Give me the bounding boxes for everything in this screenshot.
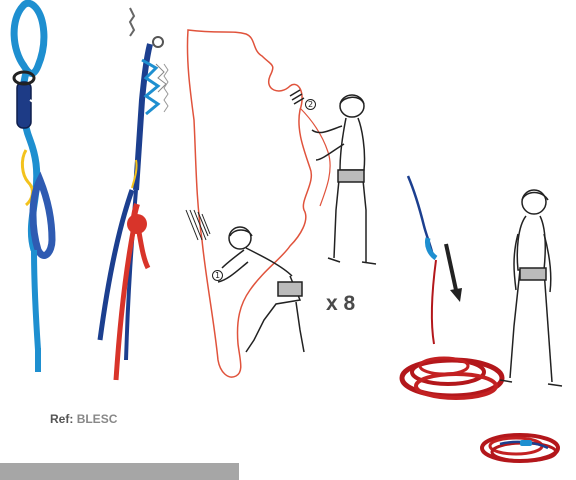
blue-sling-illustration [14,3,52,372]
rope-feed-coil [402,176,502,398]
standing-figure [500,190,562,386]
wall-outline [187,30,330,377]
repeat-count-label: x 8 [326,292,355,316]
step-number-2: 2 [305,99,316,110]
down-arrow-icon [446,244,462,302]
motion-marks-lower [186,210,210,240]
navy-sling-with-red-knot [100,8,168,380]
step-number-1: 1 [212,270,223,281]
climber-hands-up [312,95,376,264]
reference-label: Ref: BLESC [50,412,117,426]
reference-code: BLESC [77,412,118,426]
bottom-grey-bar [0,463,239,480]
rope-pile [482,435,558,461]
reference-prefix: Ref [50,412,69,426]
reference-separator: : [69,412,76,426]
